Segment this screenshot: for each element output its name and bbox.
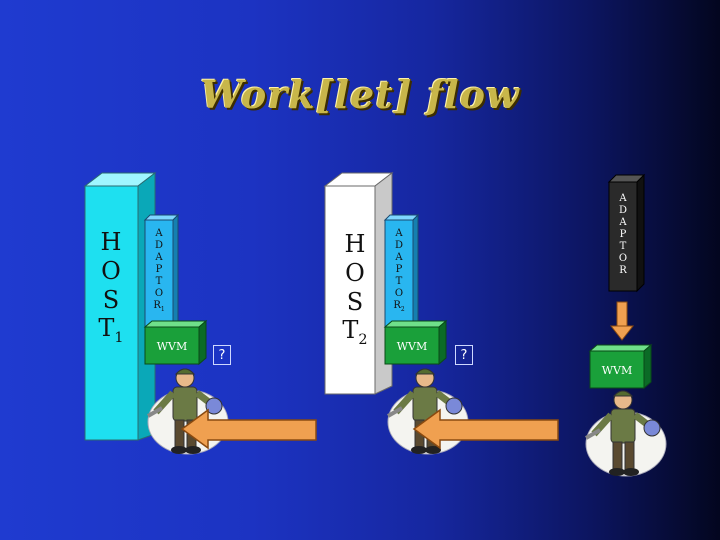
question-icon-2: ?: [455, 345, 473, 365]
left-arrow-icon-1: [180, 408, 317, 450]
wvm3-label: WVM: [601, 364, 633, 377]
host1-box: [83, 171, 157, 441]
adaptor1-box: [143, 213, 180, 329]
down-arrow-icon: [609, 301, 635, 341]
left-arrow-icon-2: [412, 408, 559, 450]
wvm2-box-shape: [383, 319, 448, 366]
adaptor3-box: [607, 173, 646, 293]
slide-title: Work[let] flow: [200, 72, 520, 117]
wvm1-box-shape: [143, 319, 208, 366]
question-icon-1: ?: [213, 345, 231, 365]
wvm2-label: WVM: [396, 340, 428, 353]
worker-clipart-3: [585, 390, 667, 477]
wvm3-box-shape: [588, 343, 653, 390]
wvm1-label: WVM: [156, 340, 188, 353]
